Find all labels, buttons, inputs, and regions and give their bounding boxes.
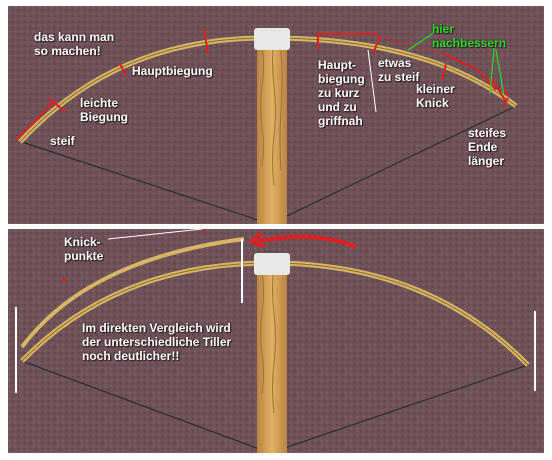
label-steifes-ende: steifes Ende länger [468, 126, 507, 168]
wood-grain [260, 35, 283, 187]
label-etwas-zu-steif: etwas zu steif [378, 56, 420, 84]
reference-lines [15, 229, 536, 393]
red-markup [15, 27, 509, 141]
green-markup [407, 29, 505, 97]
knick-dot-2 [62, 277, 66, 281]
label-steif: steif [50, 134, 75, 148]
photo-panel-top: das kann man so machen! Hauptbiegung lei… [8, 6, 544, 224]
photo-panel-bottom: Knick- punkte Im direkten Vergleich wird… [8, 229, 544, 453]
wood-grain-bottom [260, 262, 276, 414]
bow-photo-top [8, 6, 544, 224]
bowstring [21, 105, 517, 224]
leader-lines [367, 49, 377, 113]
label-hauptbiegung: Hauptbiegung [132, 64, 213, 78]
label-hier-nachbessern: hier nachbessern [432, 22, 507, 50]
bow-limb-overlay [20, 237, 245, 349]
bowstring-bottom [21, 360, 529, 453]
handle-wrap [254, 28, 290, 50]
label-kleiner-knick: kleiner Knick [416, 82, 455, 110]
label-knickpunkte: Knick- punkte [64, 235, 104, 263]
red-arrow [257, 234, 357, 249]
label-leichte-biegung: leichte Biegung [80, 96, 128, 124]
red-dots [379, 35, 445, 55]
wooden-board-bottom [257, 257, 287, 453]
label-direkter-vergleich: Im direkten Vergleich wird der unterschi… [82, 321, 232, 363]
handle-wrap-bottom [254, 253, 290, 275]
bow-photo-bottom [8, 229, 544, 453]
red-arrowhead [248, 231, 265, 249]
label-kann-man: das kann man so machen! [34, 30, 115, 58]
label-hauptbiegung-zu-kurz: Haupt- biegung zu kurz und zu griffnah [318, 58, 365, 128]
